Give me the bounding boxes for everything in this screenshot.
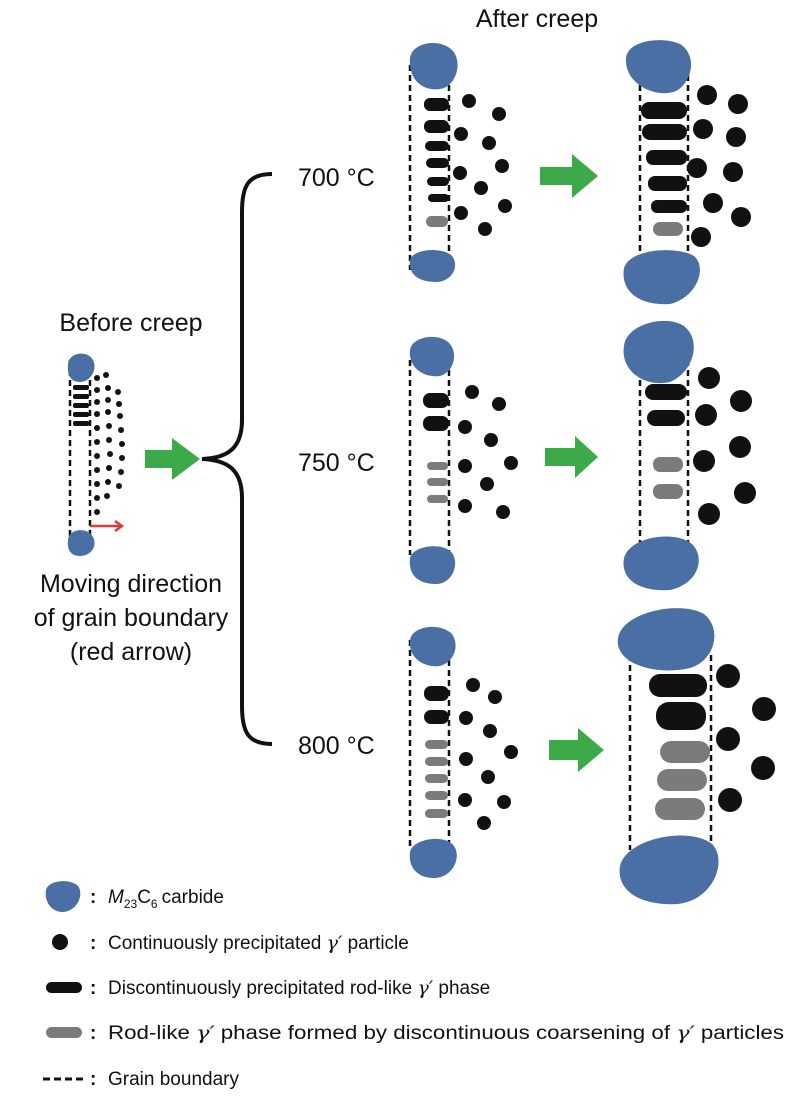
rod-group-dark [73,385,89,426]
particle-group [687,85,751,247]
rod-group-dark [424,686,449,724]
after-creep-label: After creep [476,5,598,33]
legend-gray-rod-icon [46,1027,82,1038]
row-800-right [617,608,776,905]
carbide-icon [67,530,95,556]
temp-label-800: 800 °C [298,732,375,760]
legend-grain-label: Grain boundary [108,1069,239,1090]
rod-group-dark [645,384,687,426]
branch-brace [201,172,273,746]
rod-group-dark [424,98,449,202]
row-750-left [408,336,518,584]
rod-group-dark [641,102,687,213]
rod-group-gray [427,462,448,503]
carbide-icon [409,546,456,584]
carbide-icon [409,838,457,878]
carbide-icon [409,250,456,282]
before-creep-label: Before creep [59,309,202,337]
particle-group [716,664,776,812]
legend-separator: : [90,1023,96,1044]
green-arrow-icon [540,154,598,198]
legend-separator: : [90,1069,96,1090]
legend-separator: : [90,978,96,999]
row-750-right [623,320,756,591]
green-arrow-icon [549,728,604,772]
particle-group [453,94,512,236]
particle-group [94,372,125,515]
rod-gray [426,216,448,227]
row-700-right [623,40,751,305]
moving-direction-line3: (red arrow) [70,638,192,666]
rod-group-gray [653,457,683,499]
legend-discontinuous-label: Discontinuously precipitated rod-like γ′… [108,977,490,999]
red-arrow-icon [90,519,125,533]
moving-direction-line2: of grain boundary [34,604,229,632]
legend-dark-rod-icon [46,982,82,993]
legend-carbide-icon [45,881,81,913]
legend-rodlike-label: Rod-like γ′ phase formed by discontinuou… [108,1022,784,1044]
carbide-icon [617,608,715,671]
rod-group-gray [655,741,710,820]
temp-label-700: 700 °C [298,164,375,192]
green-arrow-icon [545,436,598,478]
carbide-icon [67,353,95,382]
carbide-icon [409,43,458,90]
legend-separator: : [90,933,96,954]
temp-label-750: 750 °C [298,449,375,477]
carbide-icon [409,336,455,377]
legend-particle-icon [52,934,68,950]
legend-separator: : [90,887,96,908]
rod-group-gray [425,740,448,818]
carbide-icon [625,40,692,94]
moving-direction-line1: Moving direction [40,570,222,598]
particle-group [693,367,756,525]
legend-continuous-label: Continuously precipitated γ′ particle [108,932,409,954]
rod-group-dark [649,674,707,730]
row-700-left [408,43,512,282]
before-creep-schematic [67,353,125,556]
carbide-icon [623,536,699,591]
particle-group [458,678,518,830]
rod-gray [653,222,683,236]
carbide-icon [623,250,700,305]
carbide-icon [409,626,456,667]
carbide-icon [623,320,694,384]
carbide-icon [619,835,719,905]
rod-group-dark [423,393,449,431]
green-arrow-icon [145,438,200,480]
particle-group [458,385,518,519]
row-800-left [408,626,518,878]
